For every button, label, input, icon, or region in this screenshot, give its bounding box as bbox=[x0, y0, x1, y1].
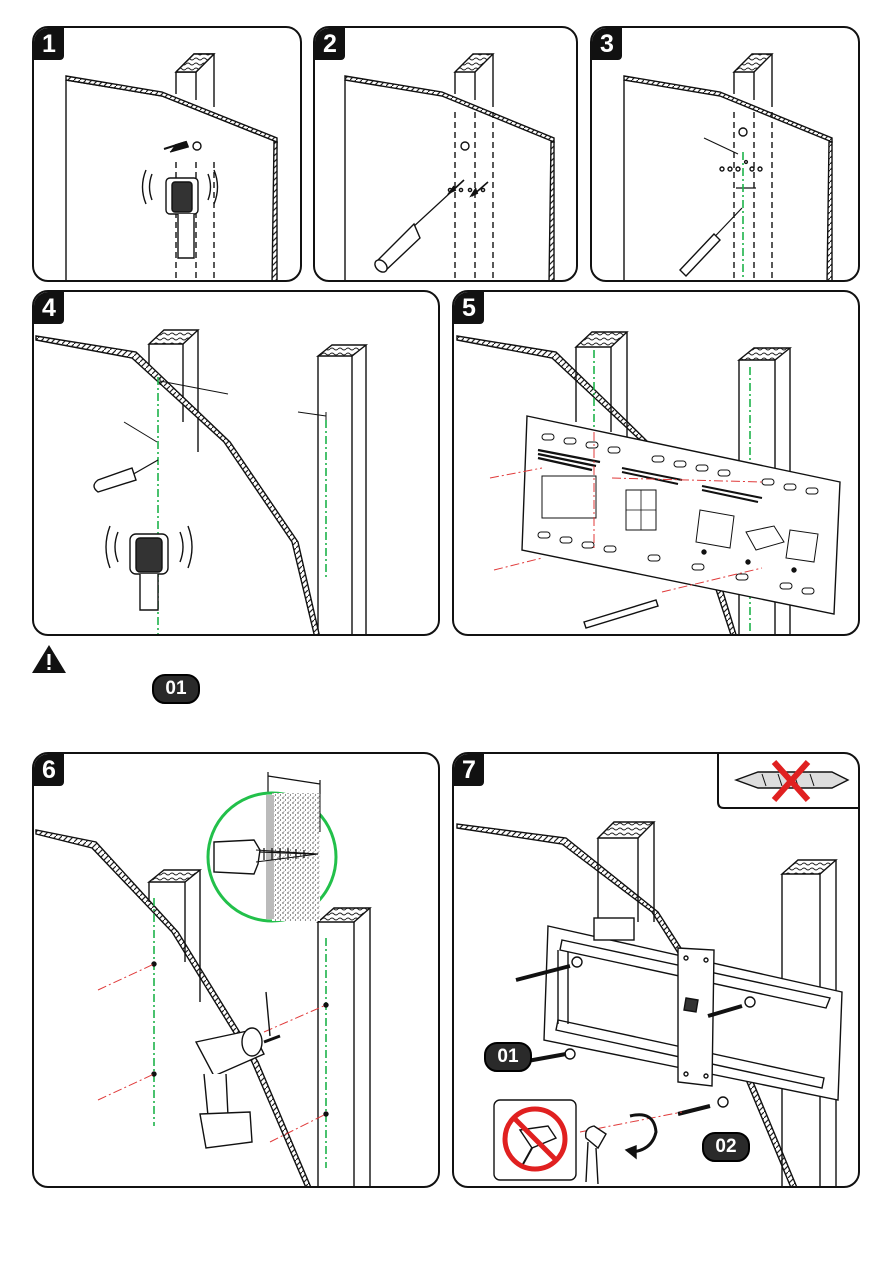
step-number: 4 bbox=[34, 292, 64, 324]
step-5-illustration bbox=[454, 292, 860, 636]
step-6-illustration bbox=[34, 754, 440, 1188]
step-number: 3 bbox=[592, 28, 622, 60]
screw-part-badge: 01 bbox=[152, 674, 200, 704]
step-3-panel: 3 bbox=[590, 26, 860, 282]
step-1-illustration bbox=[34, 28, 302, 282]
no-wall-anchor-icon bbox=[736, 762, 848, 800]
step-number: 7 bbox=[454, 754, 484, 786]
step-2-panel: 2 bbox=[313, 26, 578, 282]
step-number: 6 bbox=[34, 754, 64, 786]
washer-part-badge: 02 bbox=[702, 1132, 750, 1162]
step-4-illustration bbox=[34, 292, 440, 636]
screw-part-badge: 01 bbox=[484, 1042, 532, 1072]
step-1-panel: 1 bbox=[32, 26, 302, 282]
step-5-panel: 5 bbox=[452, 290, 860, 636]
step-number: 5 bbox=[454, 292, 484, 324]
warning-triangle-icon bbox=[30, 643, 68, 675]
step-4-panel: 4 bbox=[32, 290, 440, 636]
step-7-panel: 7 01 02 bbox=[452, 752, 860, 1188]
step-3-illustration bbox=[592, 28, 860, 282]
step-number: 2 bbox=[315, 28, 345, 60]
step-6-panel: 6 bbox=[32, 752, 440, 1188]
step-number: 1 bbox=[34, 28, 64, 60]
step-2-illustration bbox=[315, 28, 578, 282]
step-7-illustration bbox=[454, 754, 860, 1188]
